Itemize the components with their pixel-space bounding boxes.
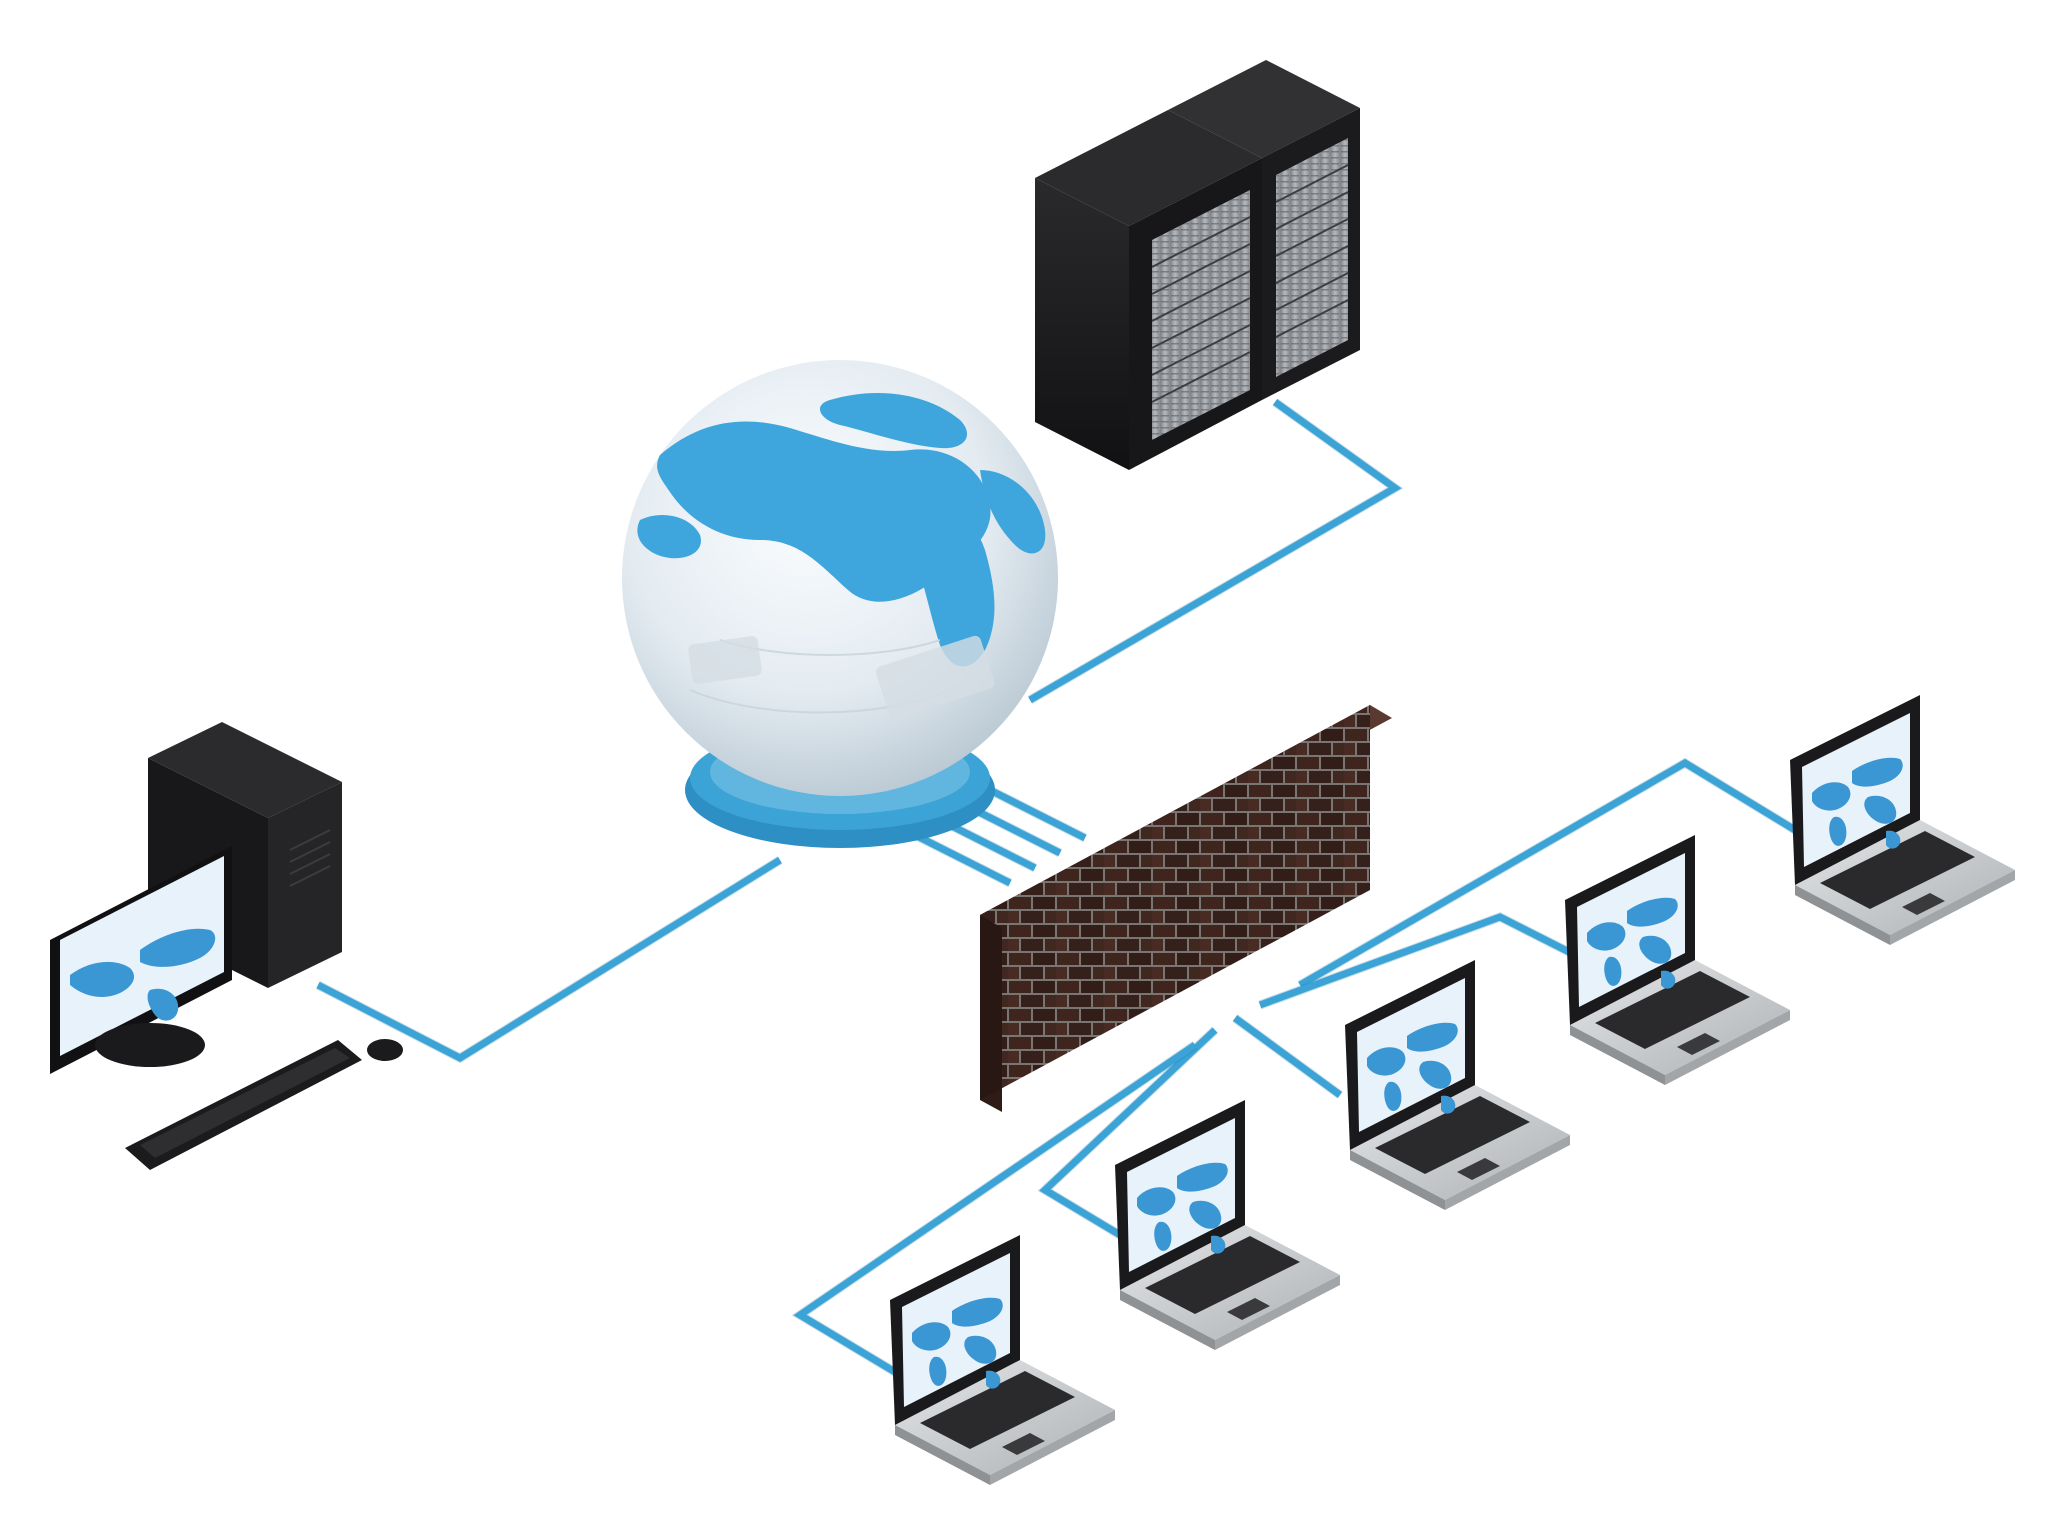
world-map-icon (912, 1297, 1003, 1389)
cable-firewall-laptop-5 (1298, 758, 1797, 989)
laptop-1[interactable] (890, 1235, 1115, 1485)
cable-firewall-laptop-4 (1258, 913, 1577, 1009)
laptops (890, 695, 2015, 1485)
laptop-touchpad (1677, 1033, 1720, 1055)
world-map-icon (1367, 1022, 1458, 1114)
desktop-monitor (50, 846, 232, 1074)
laptop-touchpad (1002, 1433, 1045, 1455)
cable-globe-desktop (316, 857, 782, 1063)
laptop-touchpad (1227, 1298, 1270, 1320)
laptop-keyboard (920, 1371, 1075, 1449)
globe-continents (637, 392, 1046, 667)
world-map-icon (1587, 897, 1678, 989)
cable-firewall-laptop-3 (1232, 1015, 1343, 1098)
brick-wall-face (980, 705, 1370, 1100)
cable-globe-firewall-1 (978, 781, 1087, 842)
laptop-screen (902, 1253, 1010, 1407)
laptop-keyboard (1375, 1096, 1530, 1174)
cable-firewall-laptop-5-shadow (1297, 757, 1798, 989)
server-panel-left (1152, 190, 1250, 440)
laptop-screen (1802, 713, 1910, 867)
laptop-touchpad (1457, 1158, 1500, 1180)
world-map-icon (1137, 1162, 1228, 1254)
laptop-2[interactable] (1115, 1100, 1340, 1350)
desktop-keyboard (125, 1040, 362, 1170)
laptop-keyboard (1145, 1236, 1300, 1314)
cable-globe-desktop-shadow (315, 856, 783, 1064)
desktop-mouse (367, 1039, 403, 1061)
server-rack[interactable] (1035, 60, 1360, 470)
cable-firewall-laptop-1 (793, 1042, 1197, 1376)
laptop-4[interactable] (1565, 835, 1790, 1085)
world-map-icon (1812, 757, 1903, 849)
firewall[interactable] (980, 705, 1392, 1112)
laptop-keyboard (1820, 831, 1975, 909)
laptop-screen (1357, 978, 1465, 1132)
cable-firewall-laptop-2 (1039, 1027, 1218, 1239)
desktop-workstation[interactable] (50, 722, 403, 1170)
laptop-5[interactable] (1790, 695, 2015, 945)
laptop-touchpad (1902, 893, 1945, 915)
laptop-screen (1577, 853, 1685, 1007)
globe[interactable] (622, 360, 1058, 848)
laptop-3[interactable] (1345, 960, 1570, 1210)
server-panel-right (1276, 138, 1348, 377)
laptop-keyboard (1595, 971, 1750, 1049)
cable-globe-server (1028, 399, 1402, 704)
laptop-screen (1127, 1118, 1235, 1272)
